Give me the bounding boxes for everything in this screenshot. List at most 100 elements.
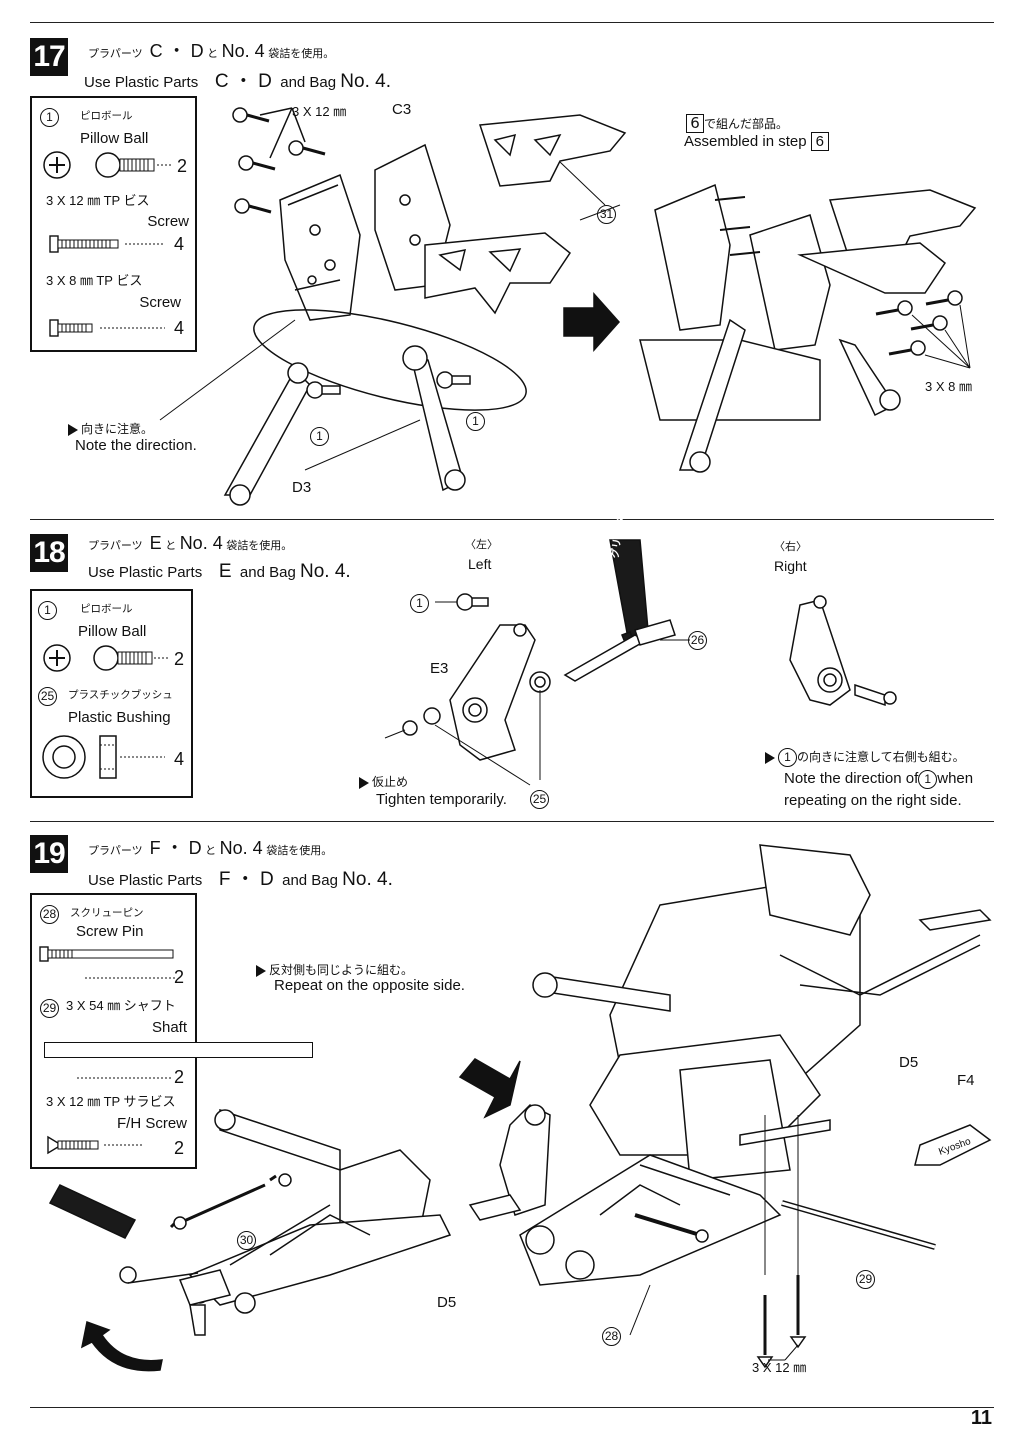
part-number: 28 — [40, 905, 59, 924]
part-label-d3: D3 — [292, 479, 312, 496]
arrow-icon — [458, 1058, 521, 1119]
page-number: 11 — [970, 1407, 992, 1429]
step-title-jp: プラパーツ F ・ D と No. 4 袋詰を使用。 — [88, 838, 333, 858]
pillow-ball-icon — [43, 151, 171, 179]
note-direction-en: Note the direction. — [75, 437, 197, 454]
part-name-en: Screw Pin — [76, 923, 144, 940]
section-divider — [30, 821, 994, 822]
part-qty: 2 — [177, 156, 188, 176]
screw-icon — [49, 319, 165, 337]
pillow-ball-icon — [436, 371, 471, 389]
part-label-e3: E3 — [430, 660, 449, 677]
part-name-jp: スクリューピン — [70, 907, 144, 919]
bottom-rule — [30, 1407, 994, 1408]
tighten-note-en: Tighten temporarily. — [376, 791, 507, 808]
part-name-en: Pillow Ball — [78, 623, 147, 640]
screw-icon — [288, 140, 326, 156]
part-label-d5: D5 — [899, 1054, 919, 1071]
part-name-en: Shaft — [151, 1019, 187, 1036]
step-number: 19 — [30, 835, 68, 873]
part-name-jp: 3 X 12 ㎜ TP サラビス — [46, 1094, 176, 1109]
part-qty: 4 — [174, 234, 185, 254]
grease-tube-icon — [48, 1184, 137, 1239]
left-label-en: Left — [468, 556, 492, 572]
screw-pin-icon — [39, 946, 175, 979]
right-label-jp: 〈右〉 — [774, 540, 807, 553]
bushing-icon — [42, 735, 165, 779]
screw-icon — [789, 1275, 807, 1349]
step-18-illustration — [384, 539, 897, 786]
screw-icon — [875, 300, 913, 316]
pillow-ball-icon — [43, 644, 168, 672]
part-name-en: F/H Screw — [116, 1115, 187, 1132]
part-label-25: 25 — [530, 790, 549, 809]
part-label-1: 1 — [466, 412, 485, 431]
screw-icon — [925, 290, 963, 306]
part-name-jp: ピロボール — [80, 603, 133, 615]
part-label-26: 26 — [688, 631, 707, 650]
parts-box: 28 スクリューピン Screw Pin 2 29 3 X 54 ㎜ シャフト … — [30, 893, 197, 1169]
part-label-29: 29 — [856, 1270, 875, 1289]
tighten-note-jp: 仮止め — [359, 773, 408, 790]
assembled-note-en: Assembled in step 6 — [684, 132, 829, 151]
part-label-30: 30 — [237, 1231, 256, 1250]
screw-icon — [49, 235, 165, 253]
top-rule — [30, 22, 994, 23]
part-number: 1 — [40, 108, 59, 127]
step-title-en: Use Plastic Parts E and Bag No. 4. — [88, 561, 351, 582]
screw-icon — [232, 107, 270, 123]
part-name-en: Plastic Bushing — [68, 709, 171, 726]
part-qty: 2 — [174, 649, 185, 669]
part-name-en: Screw — [147, 213, 189, 230]
right-label-en: Right — [774, 558, 807, 574]
step-number: 18 — [30, 534, 68, 572]
step-19-illustration: Kyosho — [48, 844, 992, 1372]
parts-box: 1 ピロボール Pillow Ball 2 25 プラスチックブッシュ Plas… — [30, 589, 193, 798]
part-qty: 4 — [174, 318, 185, 338]
step-title-jp: プラパーツ E と No. 4 袋詰を使用。 — [88, 533, 293, 553]
part-label-1: 1 — [410, 594, 429, 613]
step-17-illustration — [159, 107, 977, 506]
part-qty: 2 — [174, 967, 185, 987]
screw-icon — [238, 155, 276, 171]
shaft-icon — [44, 1042, 313, 1058]
note-direction-jp: 向きに注意。 — [68, 420, 153, 437]
flathead-screw-icon — [47, 1135, 144, 1155]
part-name-jp: 3 X 8 ㎜ TP ビス — [46, 273, 143, 288]
arrow-icon — [563, 292, 621, 352]
repeat-note-jp: 反対側も同じように組む。 — [256, 961, 413, 978]
part-name-jp: プラスチックブッシュ — [68, 689, 173, 701]
screw-size-label: 3 X 12 ㎜ — [292, 104, 347, 119]
curved-arrow-icon — [80, 1320, 163, 1372]
screw-icon — [234, 198, 272, 214]
part-number: 1 — [38, 601, 57, 620]
step-title-en: Use Plastic Parts F ・ D and Bag No. 4. — [88, 869, 393, 890]
pillow-ball-icon — [456, 593, 489, 611]
pillow-ball-icon — [306, 381, 341, 399]
part-qty: 2 — [174, 1067, 185, 1087]
part-label-f4: F4 — [957, 1072, 975, 1089]
part-name-jp: 3 X 12 ㎜ TP ビス — [46, 193, 150, 208]
screw-size-label: 3 X 12 ㎜ — [752, 1360, 807, 1375]
screw-icon — [910, 315, 948, 331]
section-divider — [30, 519, 994, 520]
part-number: 25 — [38, 687, 57, 706]
part-qty: 2 — [174, 1138, 185, 1158]
part-label-c3: C3 — [392, 101, 412, 118]
part-label-28: 28 — [602, 1327, 621, 1346]
part-label-1: 1 — [310, 427, 329, 446]
part-label-31: 31 — [597, 205, 616, 224]
part-name-en: Pillow Ball — [80, 130, 149, 147]
part-name-en: Screw — [139, 294, 181, 311]
part-label-d5: D5 — [437, 1294, 457, 1311]
step-number: 17 — [30, 38, 68, 76]
part-name-jp: ピロボール — [80, 110, 133, 122]
screw-icon — [888, 340, 926, 356]
repeat-note-en: repeating on the right side. — [784, 792, 962, 809]
part-number: 29 — [40, 999, 59, 1018]
step-title-jp: プラパーツ C ・ D と No. 4 袋詰を使用。 — [88, 41, 335, 61]
repeat-note-en: Repeat on the opposite side. — [274, 977, 465, 994]
